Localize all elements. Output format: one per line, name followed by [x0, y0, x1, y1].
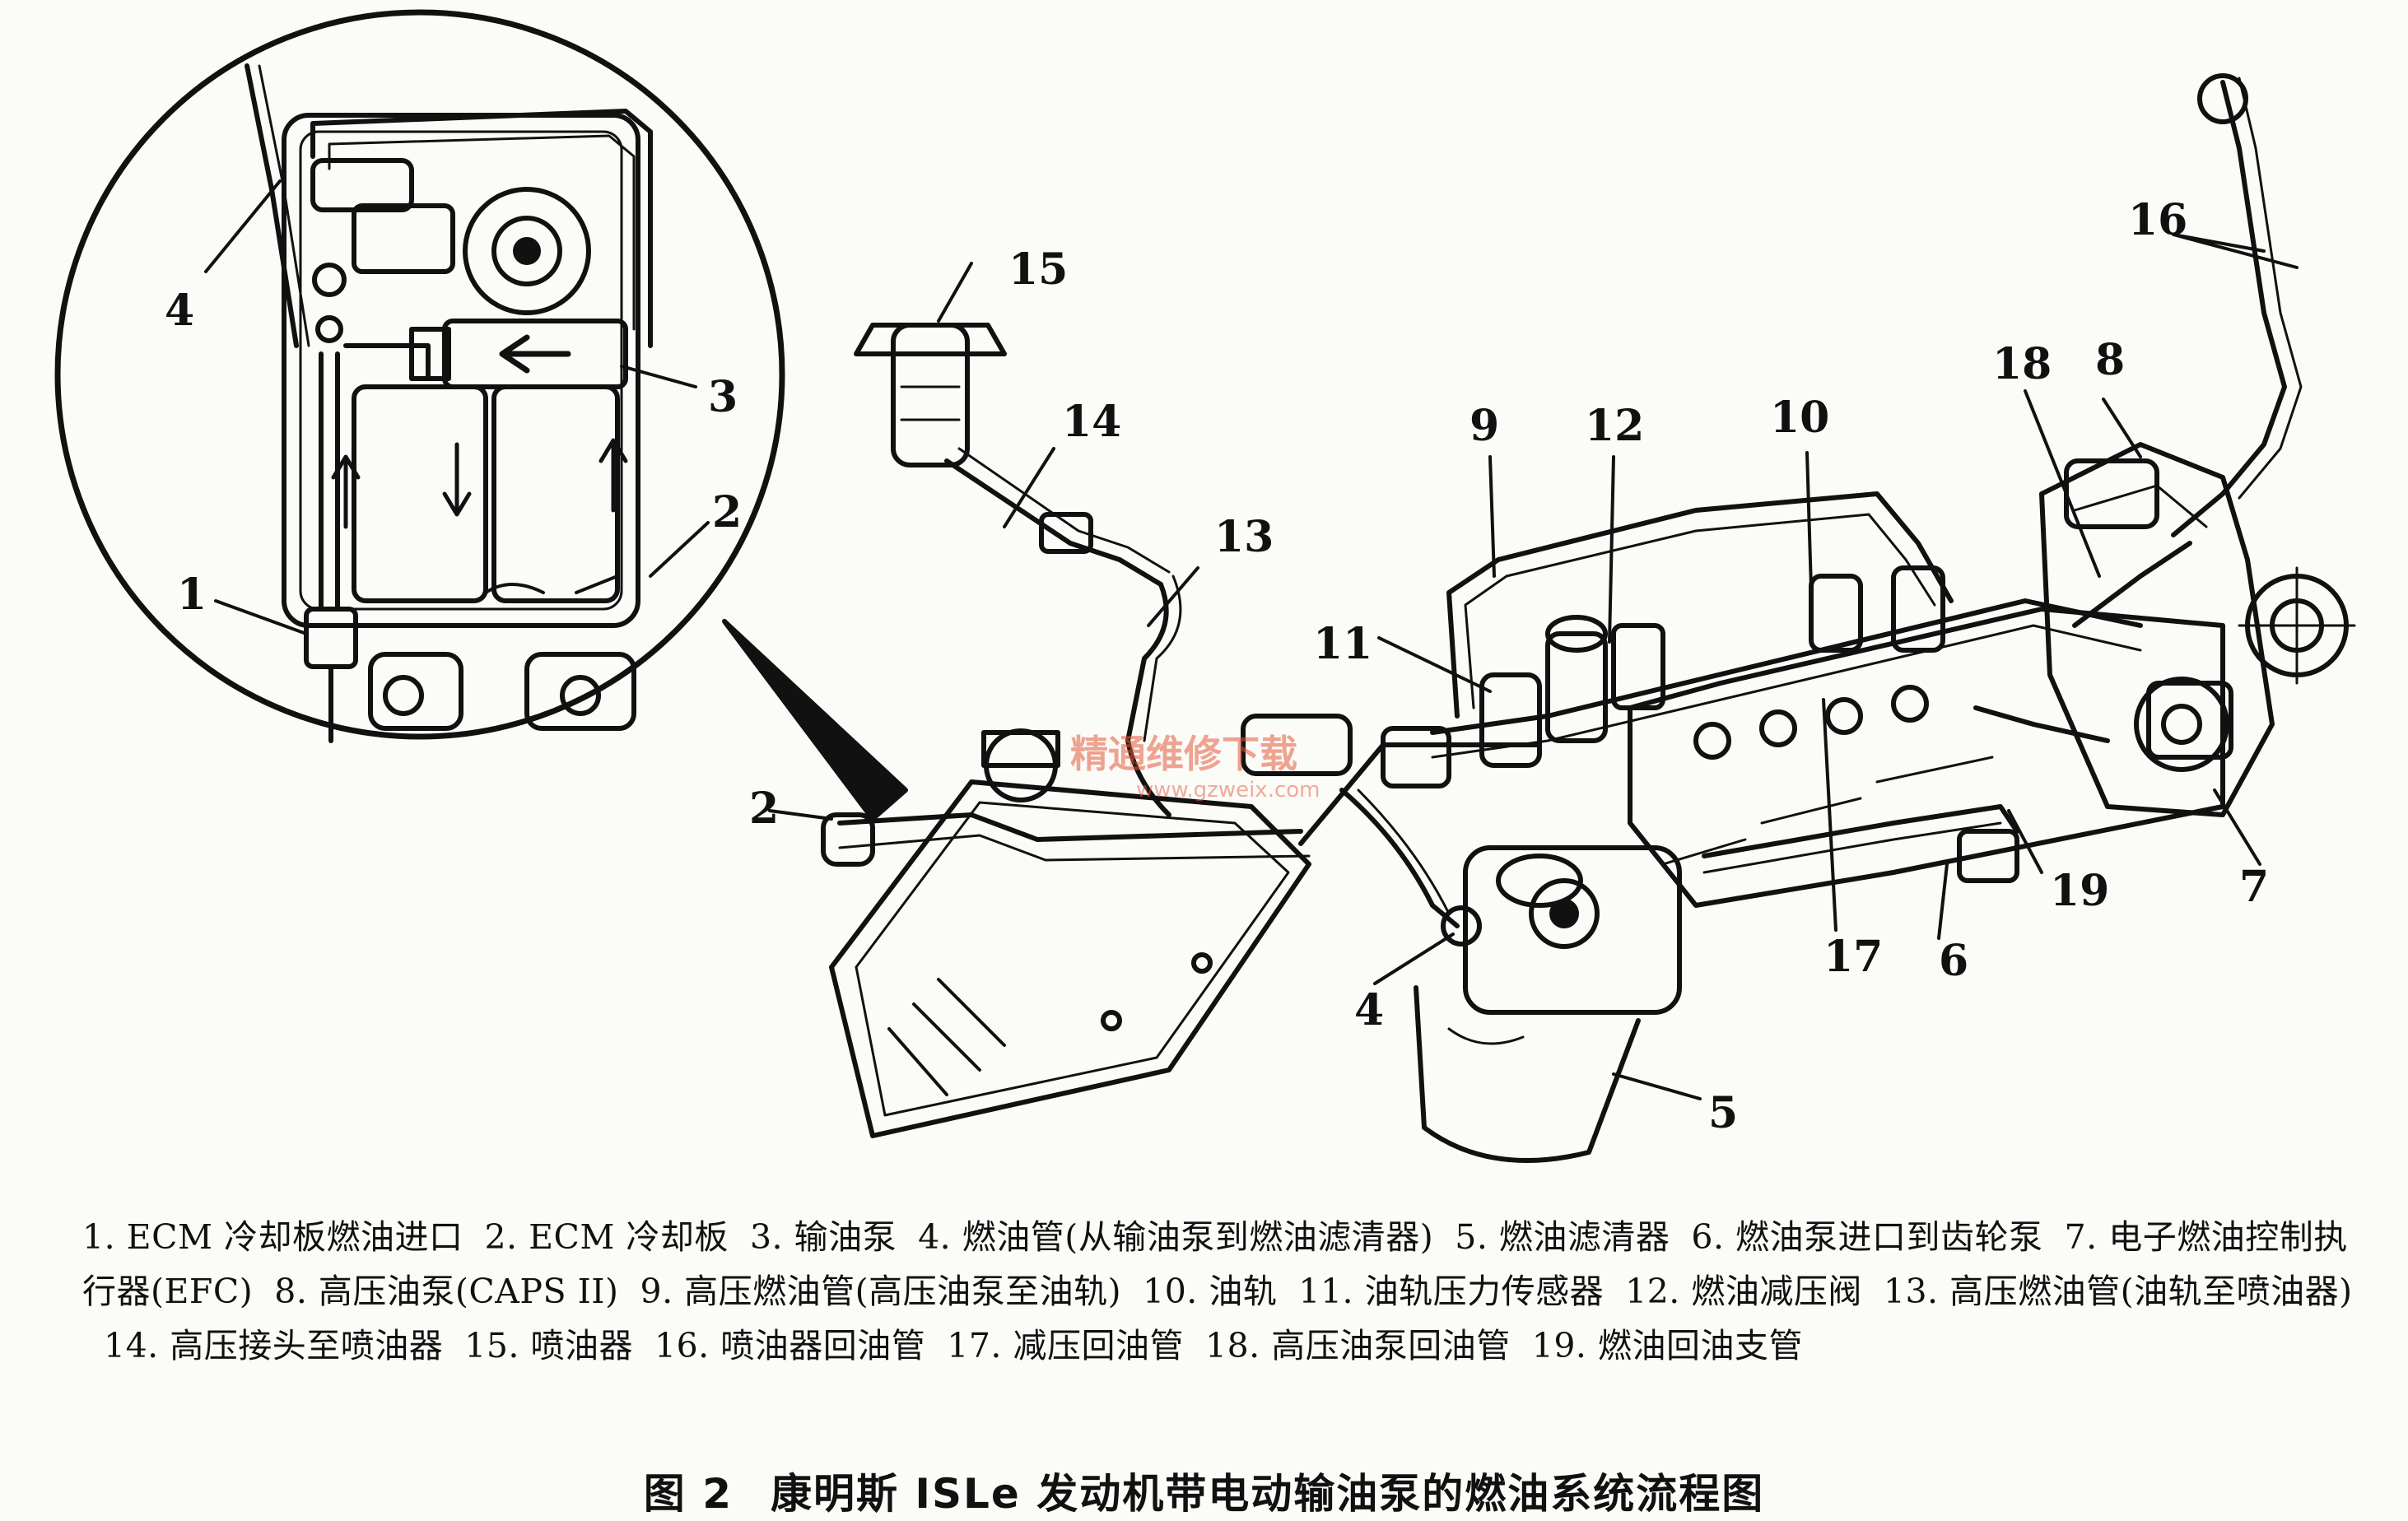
- legend-item: 9. 高压燃油管(高压油泵至油轨): [640, 1272, 1122, 1311]
- inset-detail-view: [54, 9, 908, 821]
- callout-4-inset: 4: [165, 286, 194, 336]
- callout-1: 1: [177, 570, 207, 620]
- legend-item: 5. 燃油滤清器: [1455, 1217, 1670, 1257]
- diagram-legend: 1. ECM 冷却板燃油进口 2. ECM 冷却板 3. 输油泵 4. 燃油管(从输油…: [82, 1210, 2363, 1373]
- callout-12: 12: [1585, 401, 1644, 451]
- callout-17: 17: [1823, 932, 1883, 982]
- callout-13: 13: [1214, 512, 1274, 562]
- legend-item: 4. 燃油管(从输油泵到燃油滤清器): [918, 1217, 1434, 1257]
- legend-item: 11. 油轨压力传感器: [1298, 1272, 1605, 1311]
- watermark-url: www.gzweix.com: [1136, 778, 1320, 802]
- callout-6: 6: [1939, 936, 1968, 986]
- callout-3: 3: [708, 372, 738, 422]
- legend-item: 13. 高压燃油管(油轨至喷油器): [1883, 1272, 2353, 1311]
- legend-item: 3. 输油泵: [749, 1217, 897, 1257]
- legend-item: 18. 高压油泵回油管: [1205, 1326, 1511, 1365]
- callout-15: 15: [1008, 244, 1068, 295]
- callout-14: 14: [1062, 397, 1121, 447]
- callout-16: 16: [2128, 195, 2187, 245]
- watermark-text: 精通维修下载: [1070, 732, 1297, 776]
- callout-11: 11: [1313, 619, 1372, 669]
- legend-item: 1. ECM 冷却板燃油进口: [82, 1217, 463, 1257]
- callout-2-main: 2: [749, 784, 779, 834]
- callout-5: 5: [1708, 1088, 1738, 1138]
- callout-4-main: 4: [1354, 985, 1384, 1035]
- legend-item: 7. 电子燃油控制执行器(EFC): [82, 1217, 2348, 1311]
- callout-9: 9: [1469, 401, 1499, 451]
- legend-item: 6. 燃油泵进口到齿轮泵: [1691, 1217, 2043, 1257]
- legend-item: 19. 燃油回油支管: [1531, 1326, 1803, 1365]
- legend-item: 2. ECM 冷却板: [484, 1217, 729, 1257]
- legend-item: 15. 喷油器: [464, 1326, 633, 1365]
- callout-19: 19: [2050, 866, 2109, 916]
- fuel-system-diagram: 精通维修下载 www.gzweix.com 4 1 3 2 15 14 13 1…: [54, 9, 2356, 1163]
- figure-title: 康明斯 ISLe 发动机带电动输油泵的燃油系统流程图: [771, 1470, 1765, 1518]
- callout-8: 8: [2095, 335, 2125, 385]
- legend-item: 14. 高压接头至喷油器: [104, 1326, 444, 1365]
- callout-7: 7: [2239, 862, 2269, 912]
- figure-number: 图 2: [643, 1470, 733, 1518]
- figure-caption: 图 2 康明斯 ISLe 发动机带电动输油泵的燃油系统流程图: [0, 1461, 2408, 1520]
- callout-2-inset: 2: [712, 487, 742, 537]
- engine-fuel-system: [768, 73, 2356, 1163]
- callout-10: 10: [1770, 393, 1829, 443]
- legend-item: 10. 油轨: [1143, 1272, 1278, 1311]
- legend-item: 12. 燃油减压阀: [1625, 1272, 1862, 1311]
- legend-item: 16. 喷油器回油管: [654, 1326, 926, 1365]
- legend-item: 8. 高压油泵(CAPS II): [274, 1272, 619, 1311]
- callout-18: 18: [1992, 339, 2052, 389]
- legend-item: 17. 减压回油管: [947, 1326, 1184, 1365]
